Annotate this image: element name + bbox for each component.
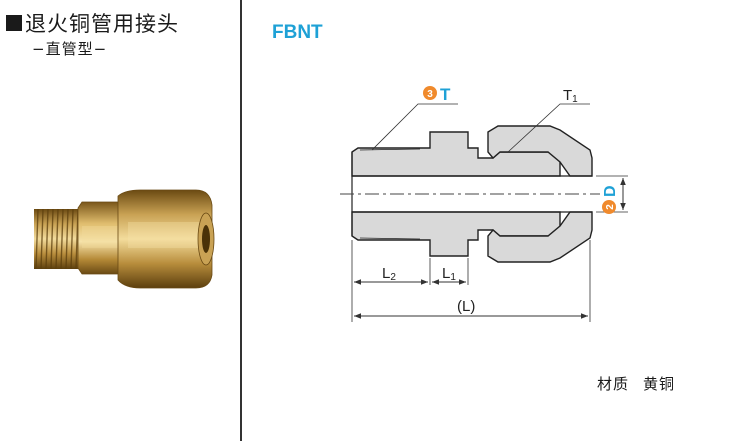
page-subtitle: −直管型− — [32, 40, 108, 58]
thread-end — [34, 208, 86, 270]
l-label: (L) — [457, 298, 475, 315]
callout-d-letter: D — [602, 185, 619, 197]
t-leader-line — [371, 103, 458, 151]
product-photo — [34, 189, 215, 289]
t1-leader-line — [507, 103, 590, 153]
t1-label: T1 — [563, 87, 578, 105]
callout-d: 2 D — [602, 185, 619, 214]
fitting-body — [351, 131, 561, 257]
technical-drawing: 3 T T1 2 D L2 L1 (L) — [340, 85, 628, 322]
title-row: 退火铜管用接头 — [6, 8, 179, 38]
l2-label: L2 — [382, 265, 396, 283]
column-divider — [240, 0, 242, 441]
callout-t-badge — [423, 86, 437, 100]
page-title: 退火铜管用接头 — [25, 12, 179, 36]
callout-t-letter: T — [440, 85, 451, 104]
callout-d-badge — [602, 200, 616, 214]
material-value: 黄铜 — [643, 375, 676, 393]
callout-d-number: 2 — [605, 204, 616, 210]
l1-label: L1 — [442, 265, 456, 283]
product-code: FBNT — [272, 22, 323, 43]
callout-t-number: 3 — [427, 89, 433, 100]
title-bullet-square — [6, 15, 22, 31]
material-label: 材质 — [597, 375, 630, 393]
material-spec: 材质黄铜 — [597, 373, 675, 394]
